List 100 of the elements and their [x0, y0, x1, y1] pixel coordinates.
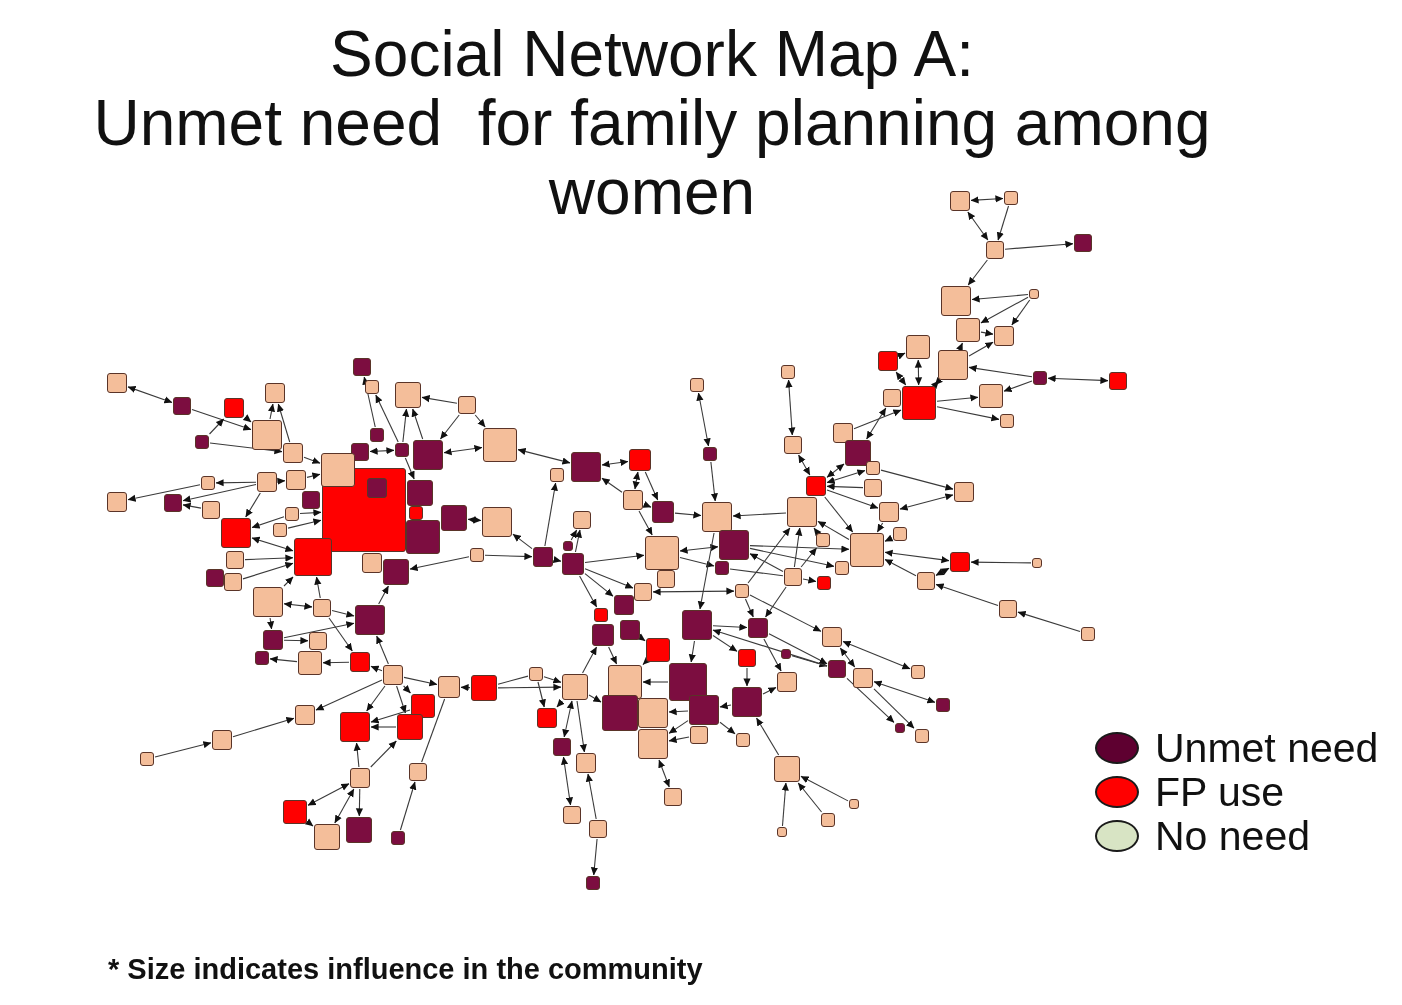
arrow — [710, 461, 718, 502]
arrow — [277, 477, 286, 485]
network-node — [956, 318, 980, 342]
arrow — [1004, 240, 1074, 250]
network-node — [397, 714, 423, 740]
arrow — [846, 677, 895, 723]
arrow — [403, 676, 438, 687]
arrow — [1011, 299, 1031, 326]
arrow — [756, 717, 780, 756]
arrow — [876, 522, 885, 533]
arrow — [303, 456, 321, 464]
network-node — [458, 396, 476, 414]
network-node — [309, 632, 327, 650]
arrow — [935, 567, 950, 576]
network-node — [283, 443, 303, 463]
network-node — [781, 649, 791, 659]
network-node — [107, 373, 127, 393]
network-node — [355, 605, 385, 635]
network-node — [195, 435, 209, 449]
network-node — [298, 651, 322, 675]
title: Social Network Map A: Unmet need for family planning among women — [93, 20, 1211, 227]
arrow — [642, 678, 669, 686]
network-node — [954, 482, 974, 502]
arrow — [576, 700, 587, 753]
arrow — [765, 586, 787, 618]
arrow — [562, 700, 574, 738]
arrow — [355, 788, 363, 817]
network-node — [537, 708, 557, 728]
arrow — [914, 359, 923, 386]
network-node — [483, 428, 517, 462]
arrow — [366, 685, 386, 712]
network-node — [273, 523, 287, 537]
network-node — [173, 397, 191, 415]
arrow — [232, 717, 295, 738]
arrow — [762, 686, 777, 695]
arrow — [182, 502, 202, 510]
arrow — [396, 685, 407, 714]
footnote: * Size indicates influence in the community — [108, 953, 703, 985]
arrow — [283, 621, 355, 639]
arrow — [712, 628, 828, 667]
network-node — [715, 561, 729, 575]
network-node — [634, 583, 652, 601]
arrow — [251, 516, 285, 529]
arrow — [824, 496, 854, 533]
network-node — [314, 824, 340, 850]
network-node — [353, 358, 371, 376]
network-node — [413, 440, 443, 470]
arrow — [866, 407, 887, 440]
network-node — [806, 476, 826, 496]
legend-label: FP use — [1155, 770, 1285, 814]
connector-line — [729, 568, 784, 577]
network-node — [893, 527, 907, 541]
network-node — [941, 286, 971, 316]
arrow — [996, 205, 1010, 241]
arrow — [242, 562, 294, 580]
network-node — [383, 665, 403, 685]
arrow — [768, 633, 828, 665]
arrow — [283, 601, 313, 610]
network-node — [224, 573, 242, 591]
network-node — [395, 382, 421, 408]
network-node — [533, 547, 553, 567]
network-node — [883, 389, 901, 407]
network-node — [950, 552, 970, 572]
arrow — [642, 656, 651, 666]
arrow — [781, 782, 789, 827]
network-node — [257, 472, 277, 492]
arrow — [884, 534, 894, 542]
arrow — [443, 445, 483, 456]
arrow — [785, 379, 796, 436]
arrow — [269, 656, 298, 664]
arrow — [590, 838, 599, 876]
arrow — [375, 394, 399, 443]
network-node — [608, 665, 642, 699]
arrow — [404, 457, 415, 480]
arrow — [402, 685, 411, 694]
network-node — [777, 827, 787, 837]
arrow — [1017, 610, 1081, 633]
network-node — [550, 468, 564, 482]
arrow — [314, 576, 322, 599]
network-node — [902, 386, 936, 420]
arrow — [579, 575, 598, 608]
network-node — [1032, 558, 1042, 568]
arrow — [484, 552, 533, 561]
arrow — [315, 679, 383, 711]
network-node — [623, 490, 643, 510]
connector-line — [497, 675, 529, 685]
network-node — [938, 350, 968, 380]
network-node — [664, 788, 682, 806]
arrow — [895, 371, 907, 386]
network-node — [994, 326, 1014, 346]
network-node — [201, 476, 215, 490]
network-node — [409, 763, 427, 781]
arrow — [544, 482, 558, 547]
arrow — [842, 640, 911, 670]
arrow — [497, 683, 562, 691]
arrow — [749, 545, 850, 553]
network-node — [845, 440, 871, 466]
network-node — [702, 502, 732, 532]
arrow — [884, 558, 917, 577]
arrow — [306, 472, 321, 480]
